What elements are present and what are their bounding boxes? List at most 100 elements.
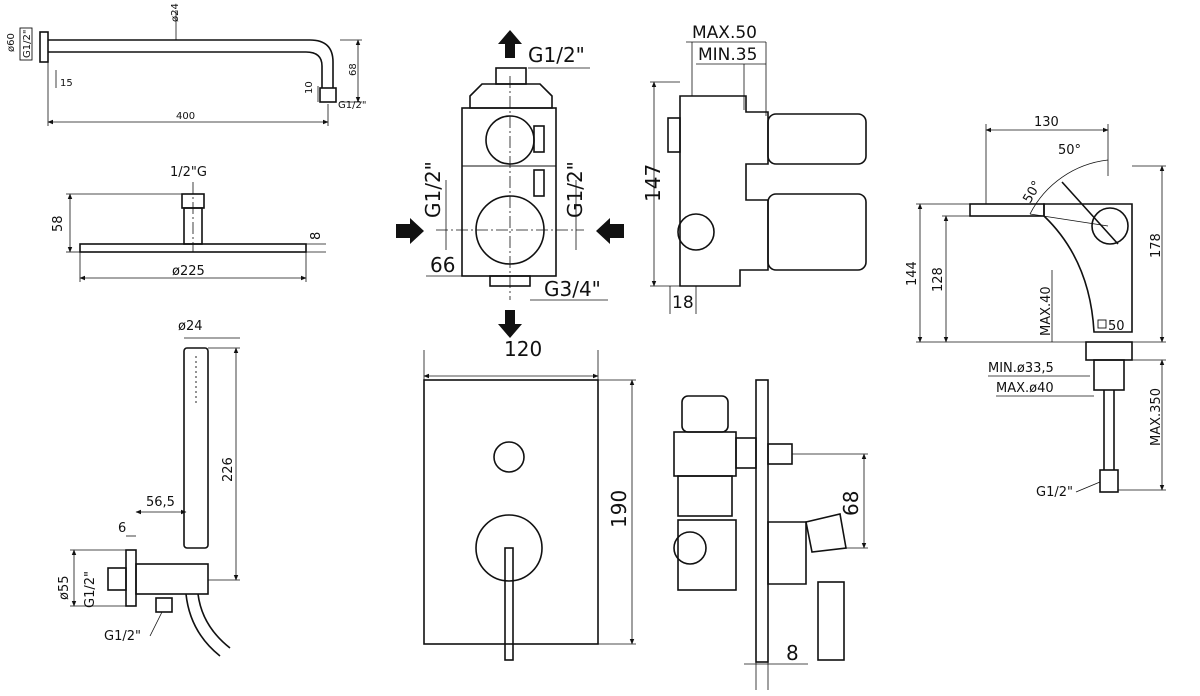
- valve-label-block-2: [533, 169, 545, 197]
- spout-max40-label: MAX.40: [1039, 286, 1054, 336]
- arm-outlet: [319, 87, 337, 103]
- side2-dim8-label: 8: [786, 641, 799, 665]
- spout-h144-label: 144: [905, 261, 920, 286]
- arm-thread-end-label: G1/2": [338, 100, 366, 111]
- hand-thread-side-label: G1/2": [83, 571, 98, 608]
- hand-side-thread: [107, 567, 127, 591]
- valve-top-outlet: [495, 67, 527, 85]
- spout-min-hole-label: MIN.ø33,5: [988, 361, 1054, 376]
- hand-bracket: [135, 563, 209, 595]
- spout-base-square-symbol: [1097, 319, 1107, 329]
- side2-inlet-port: [673, 531, 707, 565]
- arm-flange-dia-label: ø60: [6, 33, 17, 52]
- hand-dim565-label: 56,5: [146, 495, 175, 510]
- plate-height-label: 190: [607, 490, 631, 528]
- valve-thread-left-label: G1/2": [421, 161, 445, 218]
- side-lower-cartridge: [767, 193, 867, 271]
- hand-shower-drawing: ø24 226 56,5 6 ø55 G1/2" G1/2": [57, 319, 240, 657]
- hand-wall-flange: [125, 549, 137, 607]
- head-height-label: 58: [51, 215, 66, 232]
- side-dim18-label: 18: [672, 293, 694, 313]
- side-valve-outline: [679, 95, 769, 287]
- side2-nipple: [735, 437, 757, 469]
- spout-thread-leader: [1075, 481, 1101, 493]
- arm-dim400-label: 400: [176, 111, 195, 122]
- side-upper-cartridge: [767, 113, 867, 165]
- spout-shank: [1093, 359, 1125, 391]
- plate-diverter-knob: [493, 441, 525, 473]
- arm-thread-box: [19, 27, 33, 61]
- valve-dim66-label: 66: [430, 253, 455, 277]
- arm-pipe-outer: [48, 39, 334, 88]
- arrow-down-icon: [498, 310, 522, 338]
- shower-arm-drawing: ø24 ø60 G1/2" 15 68 10 G1/2" 400: [6, 3, 366, 126]
- side2-dim68-label: 68: [839, 491, 863, 516]
- spout-h178-label: 178: [1149, 233, 1164, 258]
- arm-pipe-inner: [48, 51, 323, 88]
- spout-reach-label: 130: [1034, 115, 1059, 130]
- valve-body-outline: [461, 107, 557, 277]
- spout-max350-label: MAX.350: [1149, 388, 1164, 446]
- hand-hose-a: [185, 593, 221, 657]
- arrow-left-icon: [596, 218, 624, 244]
- arm-dim68-label: 68: [348, 63, 359, 76]
- valve-thread-bottom-label: G3/4": [544, 277, 601, 301]
- arm-thread-wall-label: G1/2": [22, 30, 33, 58]
- spout-body: [1043, 203, 1133, 333]
- hand-hose-b: [197, 593, 231, 649]
- valve-top-cap: [469, 83, 553, 109]
- head-disc: [79, 243, 307, 253]
- side2-mixer-body: [767, 521, 807, 585]
- valve-body-drawing: G1/2" G1/2" G1/2" 66 G3/4": [396, 30, 624, 338]
- side2-top-cartridge: [681, 395, 729, 433]
- plate-mixer-handle: [475, 514, 543, 582]
- valve-thread-right-label: G1/2": [563, 161, 587, 218]
- plate-outline: [423, 379, 599, 645]
- head-thickness-label: 8: [309, 232, 324, 240]
- arrow-right-icon: [396, 218, 424, 244]
- valve-thread-top-label: G1/2": [528, 43, 585, 67]
- hand-dia-label: ø24: [178, 319, 203, 334]
- spout-angle1-label: 50°: [1058, 143, 1081, 158]
- plate-lever: [504, 547, 514, 661]
- side2-plate: [755, 379, 769, 663]
- hand-length-label: 226: [221, 457, 236, 482]
- spout-knob: [1091, 207, 1129, 245]
- hand-handle: [183, 347, 209, 549]
- plate-side-drawing: 68 8: [673, 379, 868, 690]
- spout-angle2-label: 50°: [1020, 179, 1045, 206]
- arm-dim15-label: 15: [60, 78, 73, 89]
- hand-thread-bottom-label: G1/2": [104, 629, 141, 644]
- side2-lever-bottom: [817, 581, 845, 661]
- arm-dia-top-label: ø24: [170, 3, 181, 22]
- head-thread-label: 1/2"G: [170, 165, 207, 180]
- side2-upper-body: [673, 431, 737, 477]
- arrow-up-icon: [498, 30, 522, 58]
- spout-thread-label: G1/2": [1036, 485, 1073, 500]
- side2-mid-body: [677, 475, 733, 517]
- valve-side-drawing: MAX.50 MIN.35 147 18: [641, 23, 867, 314]
- hand-dim6-label: 6: [118, 521, 126, 536]
- side2-diverter: [767, 443, 793, 465]
- side2-lower-body: [677, 519, 737, 591]
- hand-thread-bottom-leader: [149, 611, 163, 637]
- arm-wall-flange: [39, 31, 49, 63]
- side-inlet-port: [677, 213, 715, 251]
- spout-lever: [1061, 181, 1119, 245]
- valve-label-block-1: [533, 125, 545, 153]
- spout-h128-label: 128: [931, 267, 946, 292]
- spout-base-label: 50: [1108, 319, 1125, 334]
- side-max-depth-label: MAX.50: [692, 23, 757, 43]
- side-min-depth-label: MIN.35: [698, 45, 757, 65]
- arm-dim10-label: 10: [304, 81, 315, 94]
- spout-drawing: 130 50° 50° 144 128 178 MAX.40 50 MIN.ø3…: [905, 115, 1166, 500]
- spout-max-hole-label: MAX.ø40: [996, 381, 1054, 396]
- plate-front-drawing: 120 190: [423, 337, 636, 661]
- plate-width-label: 120: [504, 337, 542, 361]
- side-height-label: 147: [641, 164, 665, 202]
- hand-bottom-outlet: [155, 597, 173, 613]
- hand-flange-dia-label: ø55: [57, 576, 72, 601]
- side-clip: [667, 117, 681, 153]
- side2-lever-top: [805, 513, 847, 553]
